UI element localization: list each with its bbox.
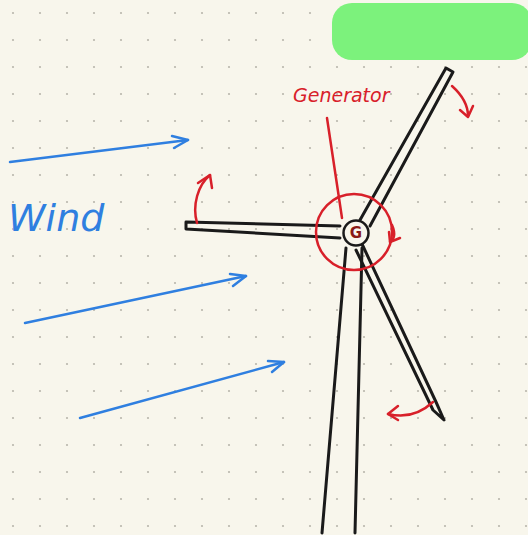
turbine-lines <box>186 68 453 533</box>
wind-label: Wind <box>8 196 104 240</box>
generator-ring <box>316 194 392 270</box>
rotation-arrows <box>195 86 473 420</box>
leader-line <box>327 118 342 218</box>
generator-label: Generator <box>293 84 389 106</box>
generator-circle: G <box>342 219 370 247</box>
node-text: G <box>350 224 362 242</box>
wind-arrows <box>10 136 284 418</box>
highlight-band <box>332 3 528 60</box>
